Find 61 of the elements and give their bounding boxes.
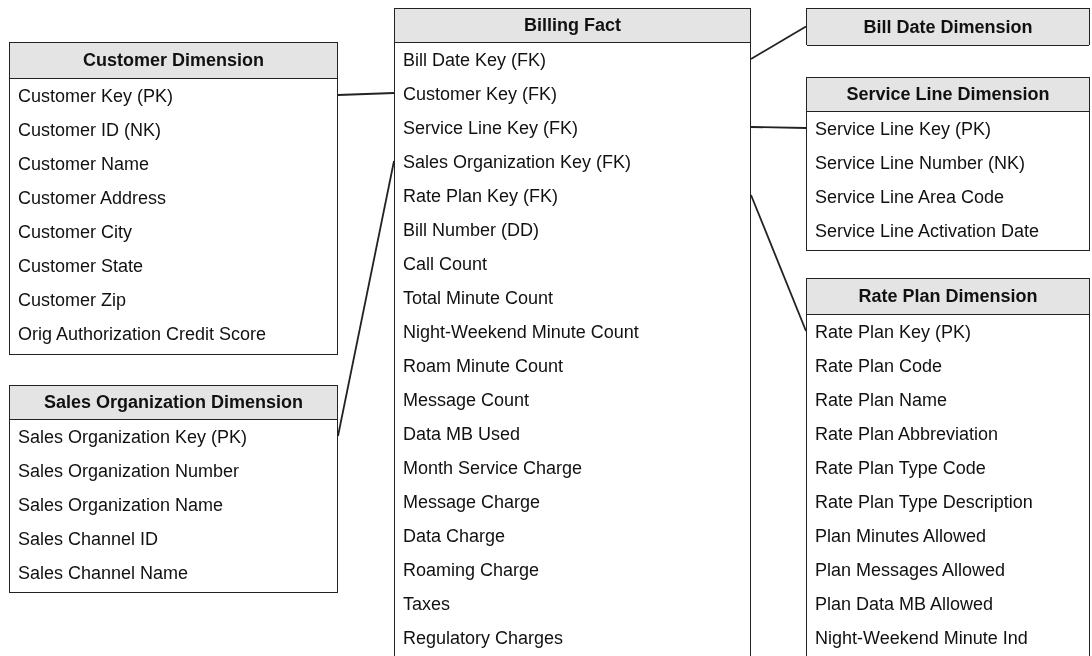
column-name: Rate Plan Code <box>815 355 943 377</box>
table-header: Service Line Dimension <box>807 78 1089 112</box>
column-name: Service Line Activation Date <box>815 220 1040 242</box>
column-name: Service Line Number (NK) <box>815 152 1026 174</box>
table-header: Bill Date Dimension <box>807 9 1089 46</box>
column-name: Month Service Charge <box>403 457 583 479</box>
column-name: Total Minute Count <box>403 287 554 309</box>
column-name: Message Charge <box>403 491 541 513</box>
column-name: Service Line Area Code <box>815 186 1005 208</box>
column-name: Customer Key (FK) <box>403 83 558 105</box>
column-name: Customer Address <box>18 187 167 209</box>
column-name: Data MB Used <box>403 423 521 445</box>
column-name: Roam Minute Count <box>403 355 564 377</box>
column-name: Night-Weekend Minute Count <box>403 321 639 343</box>
column-name: Sales Channel ID <box>18 528 159 550</box>
column-name: Rate Plan Key (PK) <box>815 321 972 343</box>
column-name: Roaming Charge <box>403 559 540 581</box>
column-name: Rate Plan Type Description <box>815 491 1033 513</box>
column-name: Night-Weekend Minute Ind <box>815 627 1028 649</box>
column-name: Call Count <box>403 253 488 275</box>
column-name: Customer City <box>18 221 133 243</box>
table-header: Sales Organization Dimension <box>10 386 337 420</box>
column-name: Rate Plan Name <box>815 389 948 411</box>
column-name: Customer Key (PK) <box>18 85 174 107</box>
column-name: Plan Messages Allowed <box>815 559 1006 581</box>
column-name: Plan Data MB Allowed <box>815 593 994 615</box>
column-name: Message Count <box>403 389 530 411</box>
relationship-line <box>750 126 807 129</box>
column-name: Customer Zip <box>18 289 127 311</box>
relationship-line <box>337 160 395 437</box>
column-name: Orig Authorization Credit Score <box>18 323 267 345</box>
column-name: Bill Number (DD) <box>403 219 539 241</box>
column-name: Service Line Key (FK) <box>403 117 579 139</box>
column-name: Rate Plan Abbreviation <box>815 423 999 445</box>
table-box <box>394 8 751 656</box>
column-name: Sales Channel Name <box>18 562 189 584</box>
table-header: Rate Plan Dimension <box>807 279 1089 315</box>
column-name: Regulatory Charges <box>403 627 564 649</box>
column-name: Rate Plan Key (FK) <box>403 185 559 207</box>
table-box <box>9 385 338 593</box>
column-name: Customer Name <box>18 153 150 175</box>
table-header: Billing Fact <box>395 9 750 43</box>
table-box <box>806 278 1090 656</box>
column-name: Taxes <box>403 593 451 615</box>
column-name: Customer State <box>18 255 144 277</box>
column-name: Sales Organization Number <box>18 460 240 482</box>
column-name: Customer ID (NK) <box>18 119 161 141</box>
column-name: Sales Organization Key (FK) <box>403 151 632 173</box>
relationship-line <box>337 92 395 96</box>
column-name: Bill Date Key (FK) <box>403 49 547 71</box>
column-name: Sales Organization Name <box>18 494 224 516</box>
column-name: Sales Organization Key (PK) <box>18 426 248 448</box>
table-header: Customer Dimension <box>10 43 337 79</box>
column-name: Rate Plan Type Code <box>815 457 986 479</box>
column-name: Plan Minutes Allowed <box>815 525 987 547</box>
column-name: Data Charge <box>403 525 506 547</box>
relationship-line <box>750 194 807 332</box>
column-name: Service Line Key (PK) <box>815 118 992 140</box>
table-box <box>806 77 1090 251</box>
relationship-line <box>750 25 807 60</box>
table-box <box>9 42 338 355</box>
